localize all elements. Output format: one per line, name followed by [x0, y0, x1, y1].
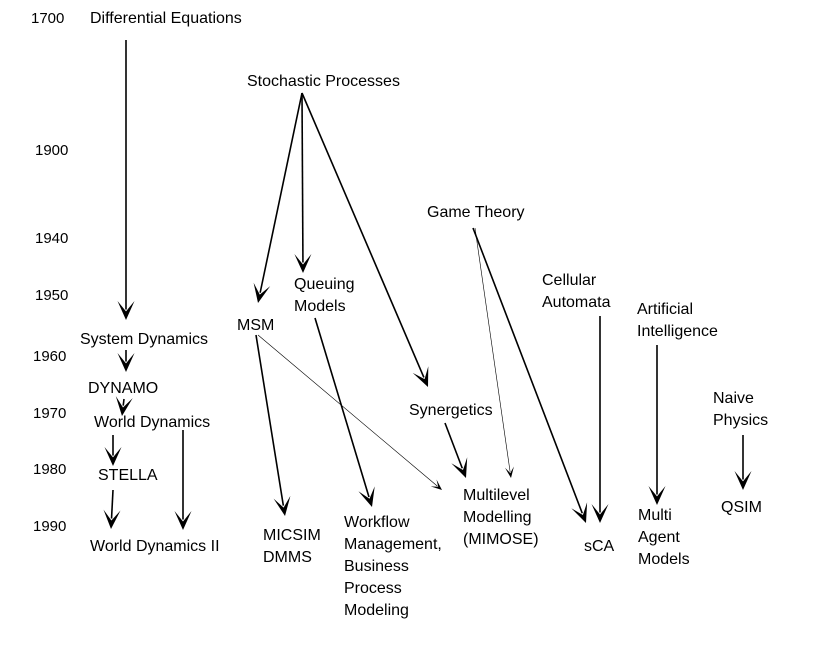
edge-stella-to-world-dynamics-ii: [103, 489, 121, 529]
arrowhead-icon: [591, 504, 609, 523]
node-naive-physics: Naive Physics: [713, 390, 769, 429]
edge-world-dynamics-to-stella: [104, 435, 122, 466]
node-world-dynamics: World Dynamics: [94, 414, 211, 431]
node-qsim: QSIM: [721, 499, 762, 516]
year-label-1950: 1950: [35, 287, 69, 304]
node-workflow-management: Workflow Management, Business Process Mo…: [344, 514, 442, 619]
edge-line: [314, 317, 370, 498]
edge-game-theory-to-sca: [472, 227, 588, 523]
edge-naive-physics-to-qsim: [734, 435, 752, 490]
edge-queuing-models-to-workflow-management: [314, 317, 375, 507]
node-micsim-dmms: MICSIM DMMS: [263, 527, 321, 566]
edge-line: [444, 422, 464, 469]
node-world-dynamics-ii: World Dynamics II: [90, 538, 220, 555]
arrowhead-icon: [648, 486, 666, 505]
arrowhead-icon: [103, 509, 121, 529]
year-label-1990: 1990: [33, 518, 67, 535]
arrowhead-icon: [294, 254, 312, 273]
arrowhead-icon: [104, 447, 122, 466]
edge-line: [122, 398, 125, 406]
edge-dynamo-to-world-dynamics: [115, 396, 133, 416]
node-stella: STELLA: [98, 467, 158, 484]
edge-differential-equations-to-system-dynamics: [117, 40, 135, 320]
node-multi-agent-models: Multi Agent Models: [638, 507, 690, 568]
arrowhead-icon: [451, 457, 468, 478]
node-dynamo: DYNAMO: [88, 380, 159, 397]
edge-msm-to-multilevel-modelling: [257, 334, 442, 490]
edge-stochastic-processes-to-queuing-models: [294, 92, 312, 273]
edge-line: [474, 227, 511, 473]
arrowhead-icon: [174, 511, 192, 530]
edge-artificial-intelligence-to-multi-agent-models: [648, 345, 666, 505]
node-system-dynamics: System Dynamics: [80, 331, 209, 348]
node-msm: MSM: [237, 317, 275, 334]
arrowhead-icon: [273, 495, 291, 516]
node-sca: sCA: [584, 538, 615, 555]
edge-line: [255, 334, 285, 506]
arrowhead-icon: [358, 486, 375, 507]
node-queuing-models: Queuing Models: [294, 276, 355, 315]
arrowhead-icon: [253, 282, 271, 303]
node-game-theory: Game Theory: [427, 204, 525, 221]
arrowhead-icon: [430, 479, 442, 490]
node-differential-equations: Differential Equations: [90, 10, 242, 27]
year-label-1960: 1960: [33, 348, 67, 365]
arrowhead-icon: [115, 396, 133, 416]
node-artificial-intelligence: Artificial Intelligence: [637, 301, 718, 340]
edge-line: [472, 227, 584, 514]
node-cellular-automata: Cellular Automata: [542, 272, 611, 311]
edge-line: [301, 92, 425, 378]
arrowhead-icon: [505, 466, 514, 478]
year-label-1900: 1900: [35, 142, 69, 159]
year-label-1940: 1940: [35, 230, 69, 247]
arrowhead-icon: [412, 366, 429, 387]
edge-game-theory-to-multilevel-modelling: [474, 227, 514, 478]
edge-line: [259, 92, 303, 293]
edge-stochastic-processes-to-msm: [253, 92, 303, 303]
edge-line: [257, 334, 438, 487]
edge-line: [110, 489, 114, 519]
year-label-1970: 1970: [33, 405, 67, 422]
node-synergetics: Synergetics: [409, 402, 493, 419]
edge-cellular-automata-to-sca: [591, 316, 609, 523]
year-label-1700: 1700: [31, 10, 65, 27]
arrowhead-icon: [117, 353, 135, 372]
node-stochastic-processes: Stochastic Processes: [247, 73, 400, 90]
edge-msm-to-micsim-dmms: [255, 334, 291, 516]
edge-line: [301, 92, 304, 263]
edge-stochastic-processes-to-synergetics: [301, 92, 429, 387]
node-multilevel-modelling: Multilevel Modelling (MIMOSE): [463, 487, 539, 548]
edge-system-dynamics-to-dynamo: [117, 350, 135, 372]
arrowhead-icon: [117, 301, 135, 320]
edge-synergetics-to-multilevel-modelling: [444, 422, 468, 478]
edge-world-dynamics-to-world-dynamics-ii: [174, 430, 192, 530]
arrowhead-icon: [734, 471, 752, 490]
year-label-1980: 1980: [33, 461, 67, 478]
arrowhead-icon: [571, 502, 588, 523]
